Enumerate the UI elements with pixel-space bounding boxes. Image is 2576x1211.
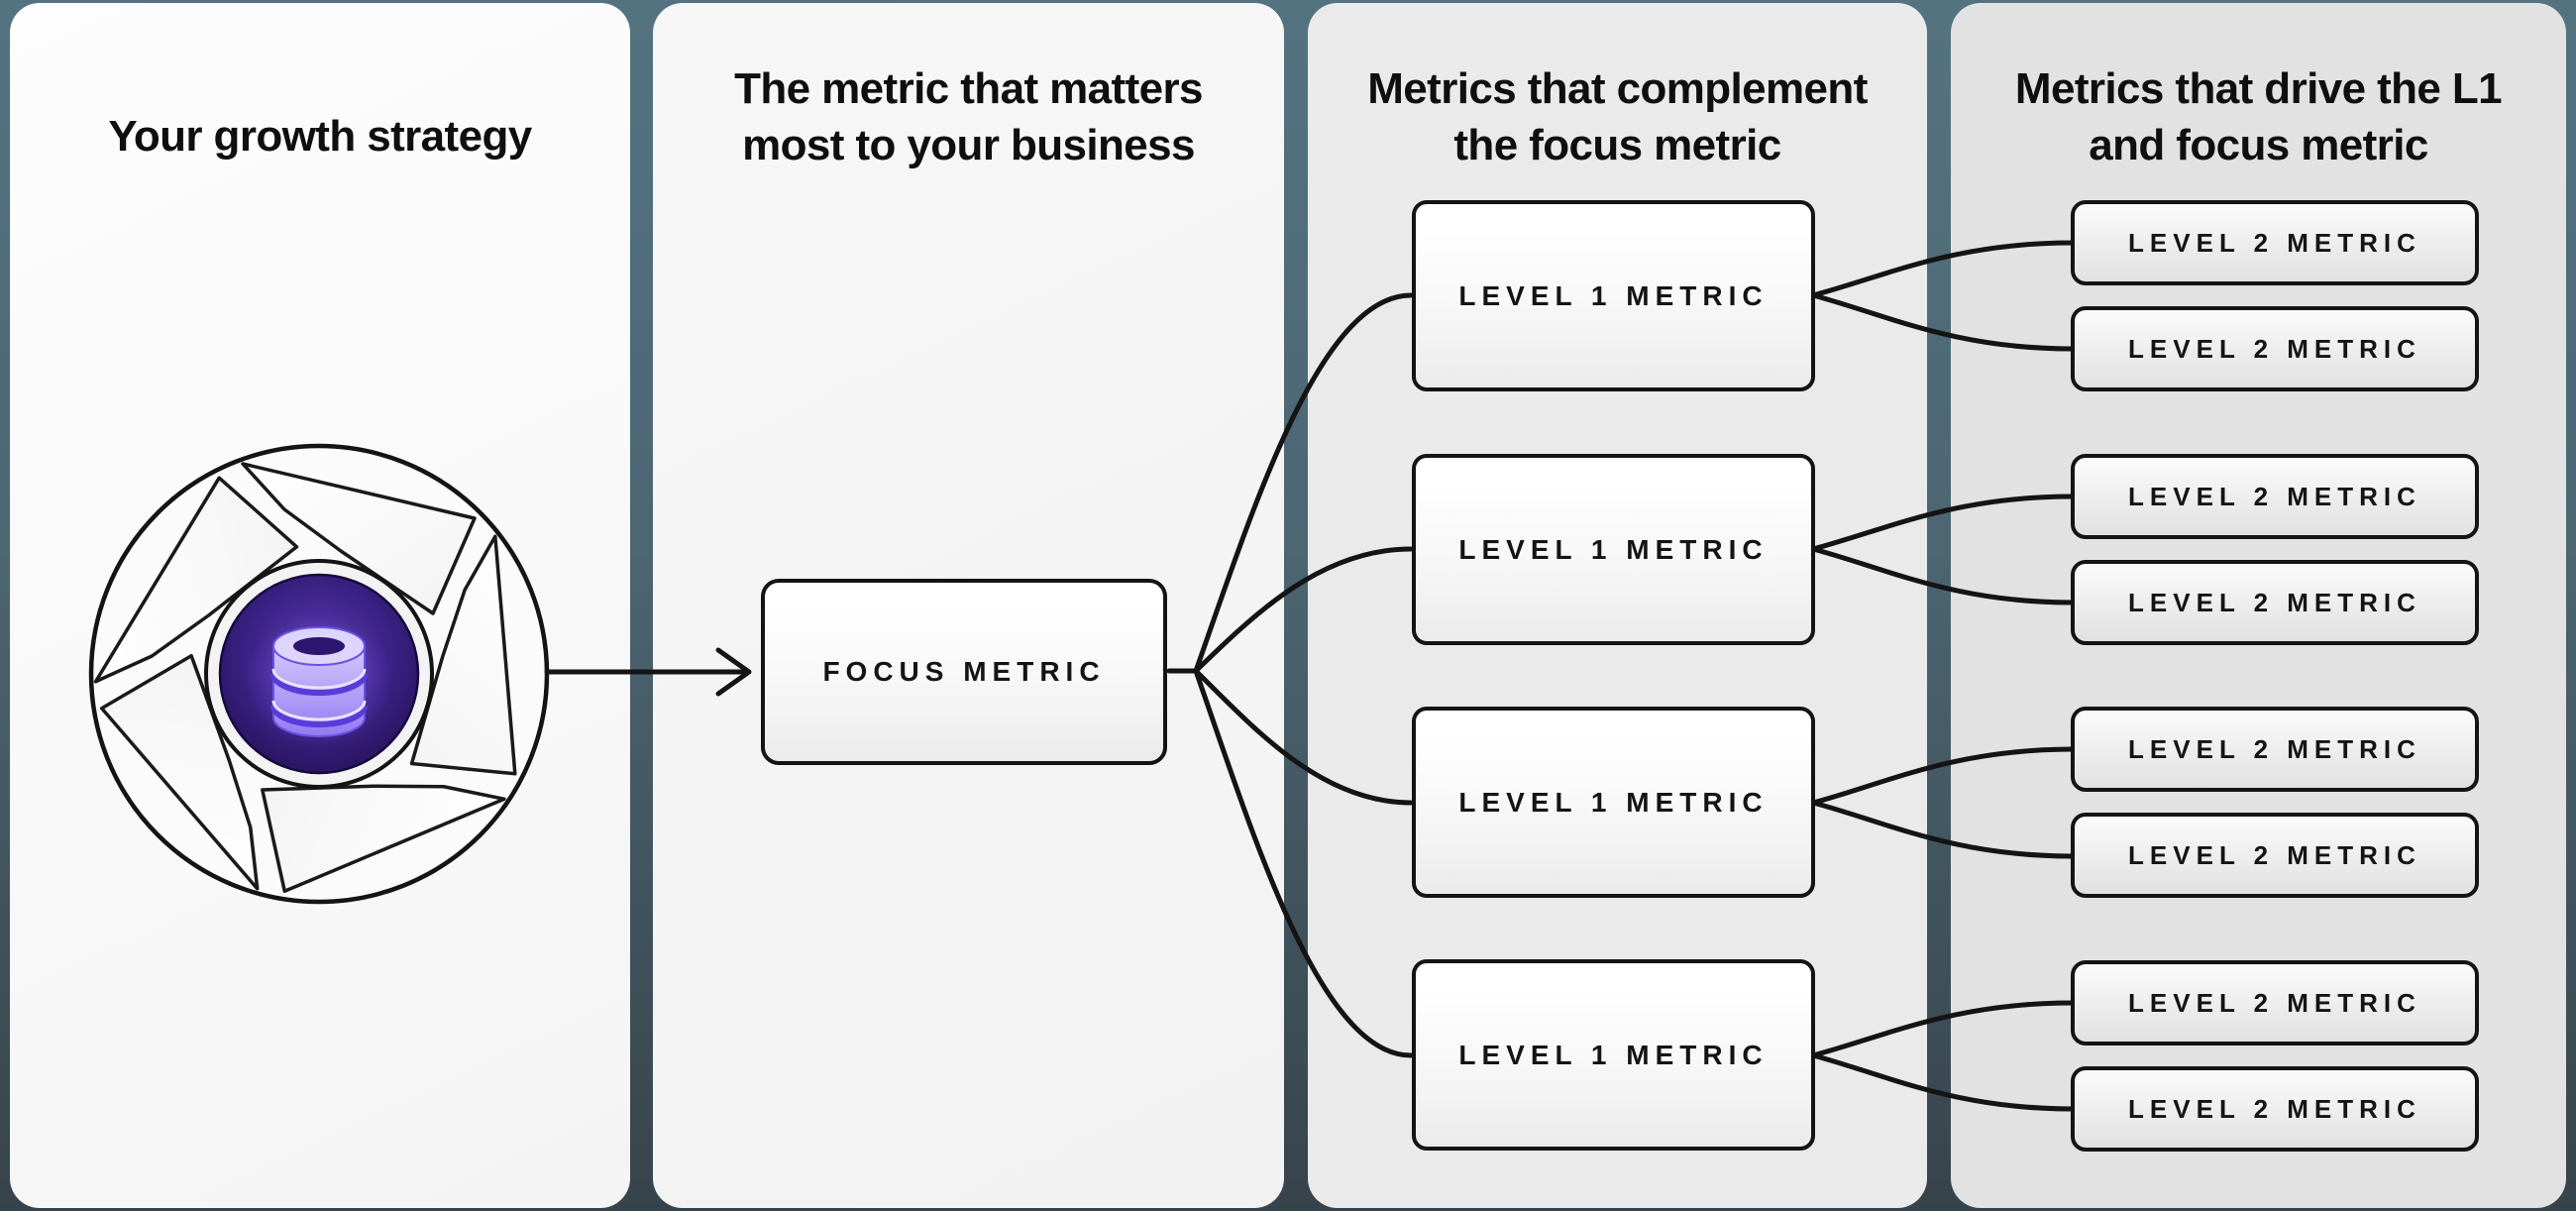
level2-metric-node: LEVEL 2 METRIC (2071, 454, 2479, 539)
flywheel-blades (93, 462, 517, 894)
level2-metric-node: LEVEL 2 METRIC (2071, 960, 2479, 1046)
database-icon (270, 626, 368, 737)
level1-metric-node: LEVEL 1 METRIC (1412, 959, 1815, 1151)
title-line: The metric that matters (734, 64, 1203, 113)
connector-l1-to-l2 (1810, 240, 2076, 1112)
level1-metric-node: LEVEL 1 METRIC (1412, 454, 1815, 645)
level2-metric-node: LEVEL 2 METRIC (2071, 306, 2479, 391)
panel-title-level2-metrics: Metrics that drive the L1 and focus metr… (1951, 60, 2566, 173)
panel-focus-metric: The metric that matters most to your bus… (653, 3, 1284, 1208)
title-line: Metrics that complement (1367, 64, 1868, 113)
focus-metric-node: FOCUS METRIC (761, 579, 1167, 765)
panel-title-level1-metrics: Metrics that complement the focus metric (1308, 60, 1927, 173)
title-line: and focus metric (2089, 121, 2428, 169)
level2-metric-node: LEVEL 2 METRIC (2071, 707, 2479, 792)
flywheel-icon (88, 443, 550, 905)
level1-metric-node: LEVEL 1 METRIC (1412, 707, 1815, 898)
connector-focus-to-l1 (1166, 292, 1414, 1058)
level2-metric-node: LEVEL 2 METRIC (2071, 1066, 2479, 1152)
level2-metric-node: LEVEL 2 METRIC (2071, 813, 2479, 898)
level2-metric-node: LEVEL 2 METRIC (2071, 200, 2479, 285)
title-line: Metrics that drive the L1 (2014, 64, 2503, 113)
title-line: most to your business (742, 121, 1195, 169)
level2-metric-node: LEVEL 2 METRIC (2071, 560, 2479, 645)
level1-metric-node: LEVEL 1 METRIC (1412, 200, 1815, 391)
panel-title-growth-strategy: Your growth strategy (108, 112, 532, 161)
title-line: the focus metric (1453, 121, 1781, 169)
right-arrow-icon (544, 647, 752, 697)
panel-title-focus-metric: The metric that matters most to your bus… (653, 60, 1284, 173)
